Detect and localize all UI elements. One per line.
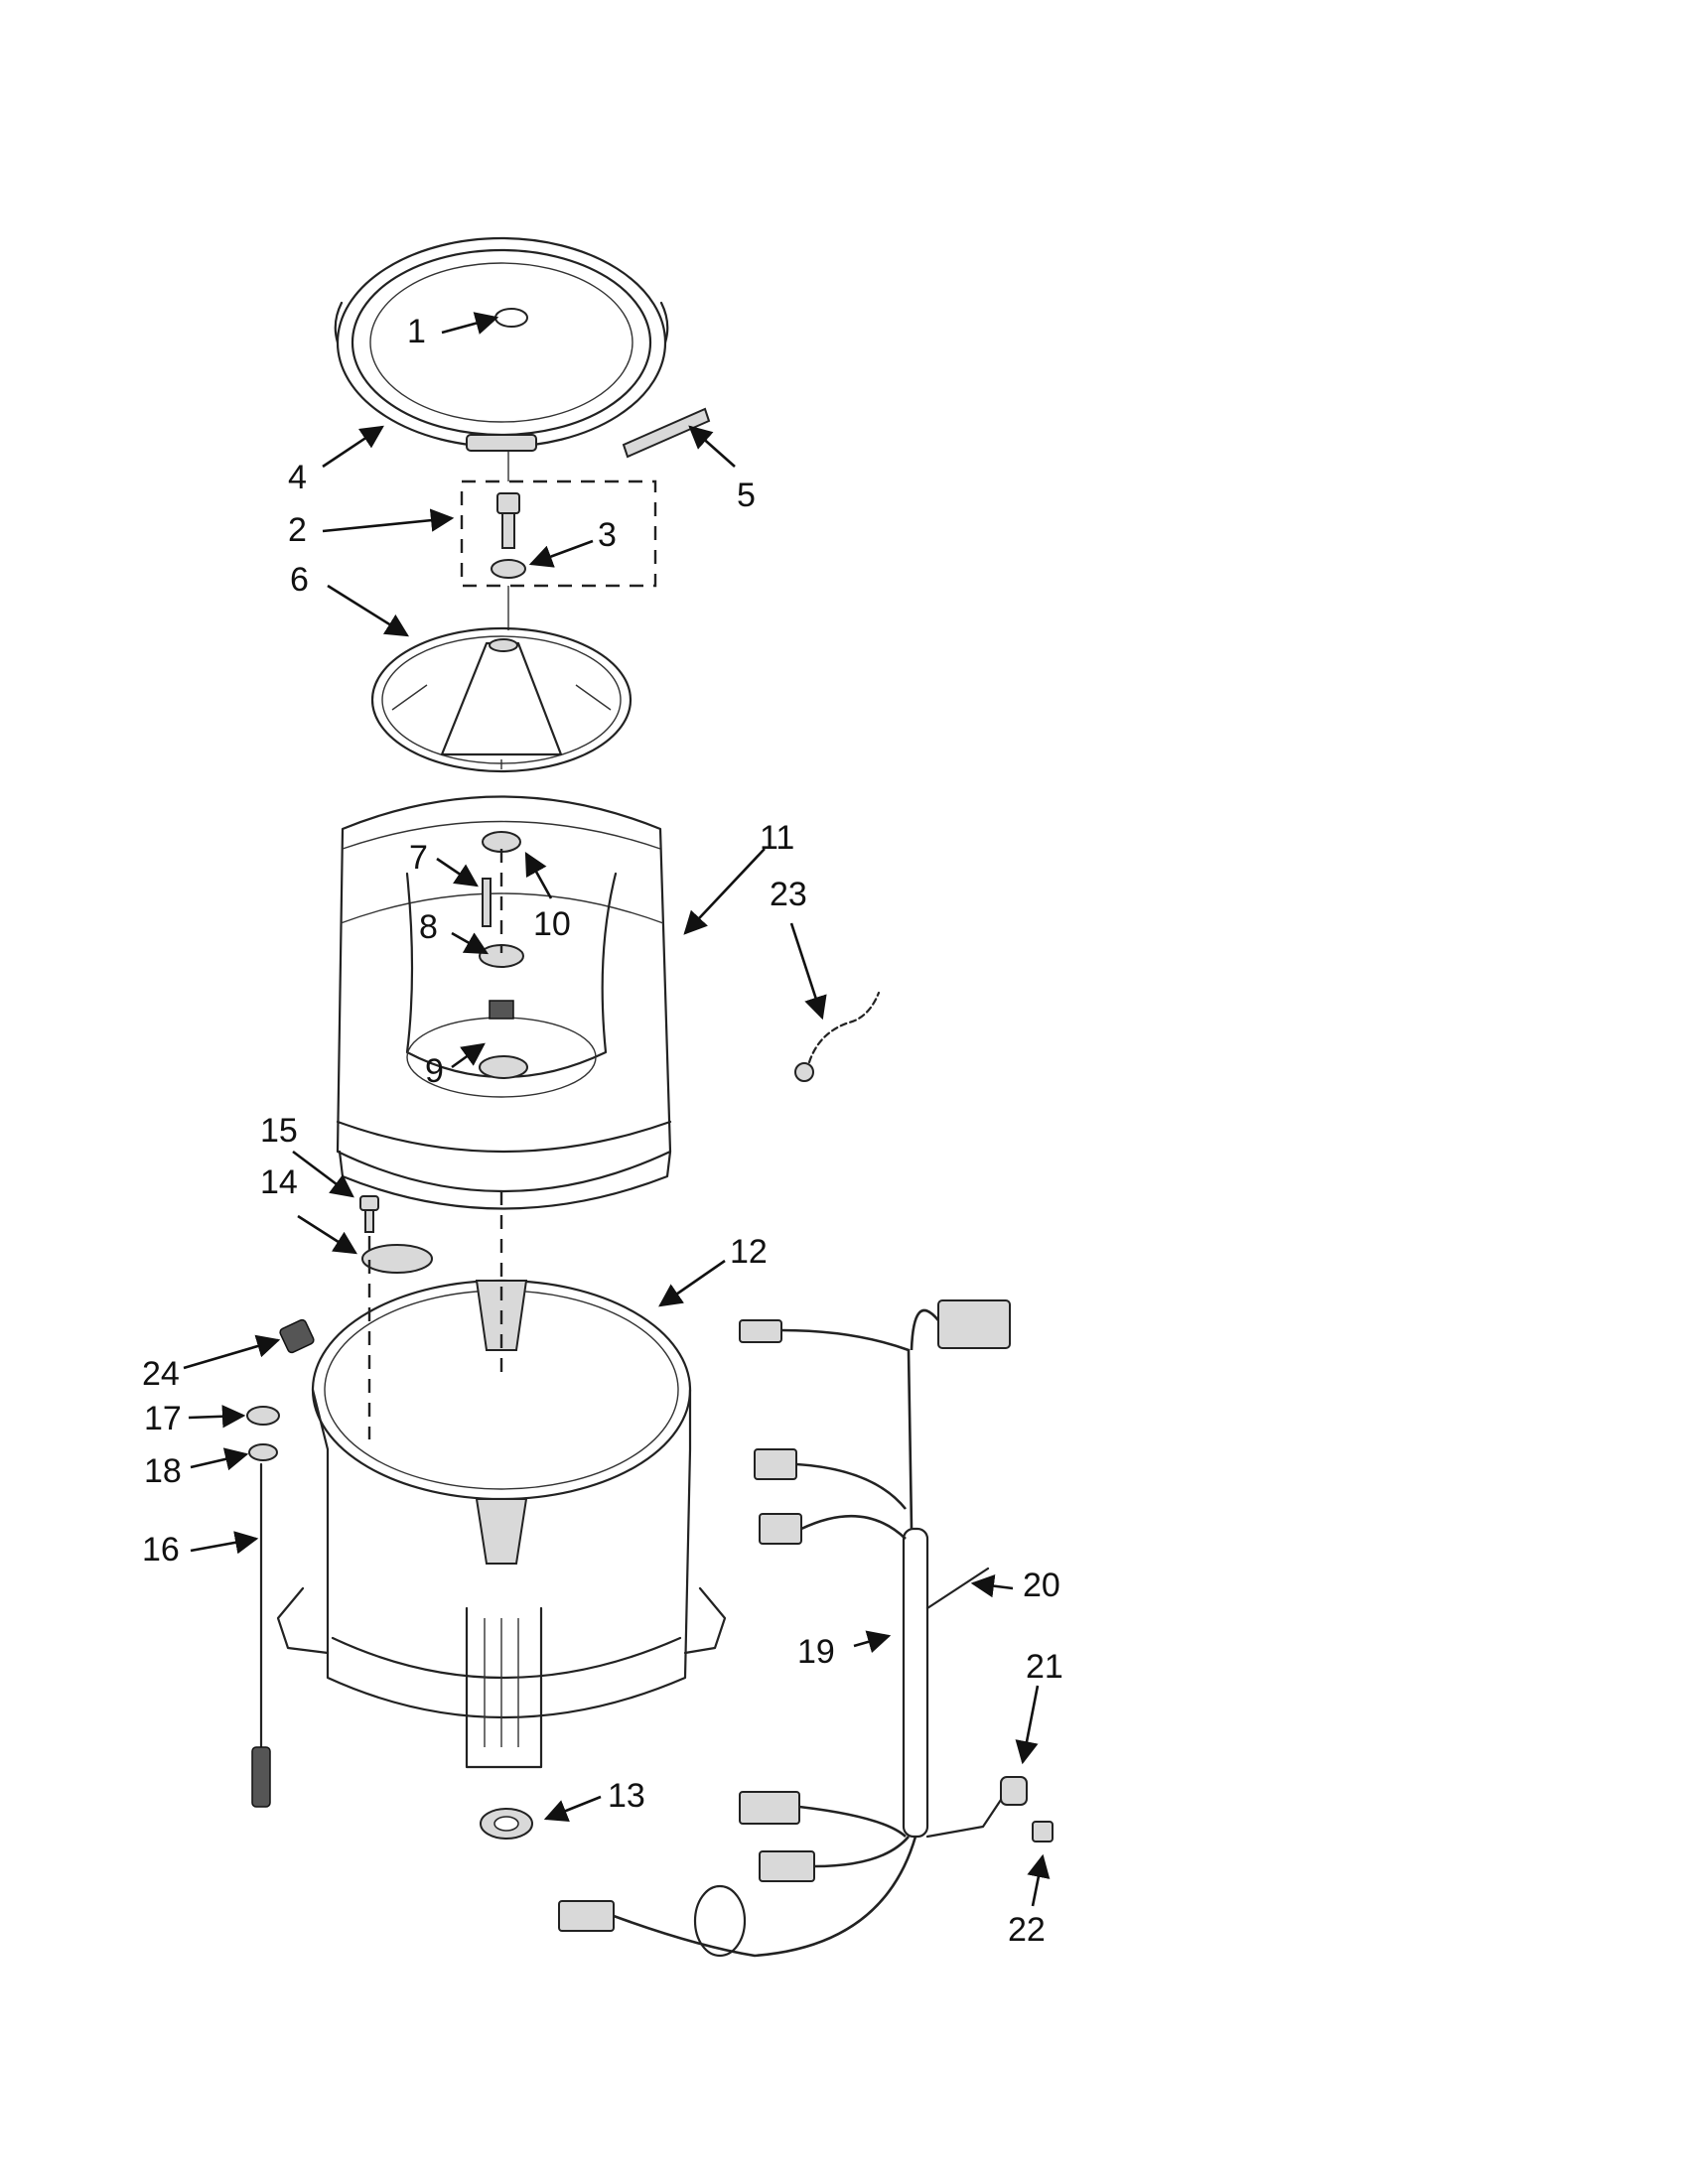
callout-18: 18 [144,1452,182,1490]
leader-arrows [183,312,1051,1907]
outer-tub-part [276,1191,727,1769]
callout-16: 16 [142,1531,180,1569]
callout-labels: 1 2 3 4 5 6 7 8 9 10 11 12 13 14 15 16 1… [142,313,1063,1949]
seal-part [480,1808,533,1840]
callout-12: 12 [730,1233,768,1271]
bolt-kit-part [460,452,657,630]
wire-harness-part [558,1299,1054,1958]
callout-8: 8 [419,908,438,946]
suspension-part [246,1318,315,1808]
basket-part [336,795,672,1210]
callout-3: 3 [598,516,617,554]
callout-5: 5 [737,477,756,514]
callout-22: 22 [1008,1911,1046,1949]
callout-17: 17 [144,1400,182,1437]
callout-20: 20 [1023,1567,1060,1604]
callout-4: 4 [288,459,307,496]
callout-7: 7 [409,839,428,877]
callout-21: 21 [1026,1648,1063,1686]
callout-6: 6 [290,561,309,599]
callout-23: 23 [770,876,807,913]
callout-9: 9 [425,1052,444,1090]
callout-13: 13 [608,1777,645,1815]
callout-2: 2 [288,511,307,549]
callout-10: 10 [533,905,571,943]
bracket-part [359,1195,433,1439]
callout-24: 24 [142,1355,180,1393]
callout-15: 15 [260,1112,298,1150]
callout-11: 11 [760,819,794,857]
callout-14: 14 [260,1163,298,1201]
strip-part [622,407,711,459]
impeller-part [370,626,633,773]
callout-19: 19 [797,1633,835,1671]
ground-strap-part [794,991,881,1082]
callout-1: 1 [407,313,426,350]
tub-ring-part [334,236,669,452]
